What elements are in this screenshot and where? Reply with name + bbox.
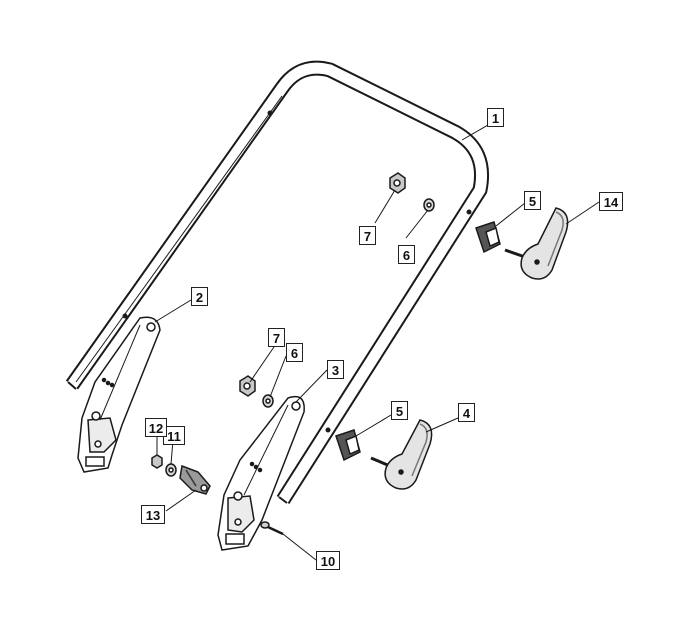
bracket-right-part — [217, 395, 305, 551]
clamp-lower-part — [335, 429, 361, 462]
leader-lines — [154, 124, 600, 561]
callout-knob-upper: 14 — [599, 192, 623, 211]
cable-guide-part — [179, 464, 211, 495]
callout-knob-lower: 4 — [458, 403, 475, 422]
callout-bracket-left: 2 — [191, 287, 208, 306]
knob-upper-part — [504, 207, 569, 280]
callout-washer-upper: 6 — [398, 245, 415, 264]
nut-lower-part — [239, 375, 256, 397]
callout-handle-upper: 1 — [487, 108, 504, 127]
callout-nut-lower: 7 — [268, 328, 285, 347]
callout-nut-small: 12 — [145, 418, 167, 437]
clamp-upper-part — [475, 221, 501, 254]
callout-clamp-lower: 5 — [391, 401, 408, 420]
callout-cable-guide: 13 — [141, 505, 165, 524]
nut-small-part — [151, 454, 163, 469]
washer-small-part — [165, 463, 177, 477]
handle-upper-part — [65, 60, 490, 505]
washer-upper-part — [423, 198, 435, 212]
nut-upper-part — [389, 172, 406, 194]
callout-washer-small: 11 — [163, 426, 185, 445]
washer-lower-part — [262, 394, 274, 408]
callout-clamp-upper: 5 — [524, 191, 541, 210]
callout-bracket-right: 3 — [327, 360, 344, 379]
knob-lower-part — [370, 419, 433, 490]
screw-part — [260, 521, 284, 536]
callout-screw: 10 — [316, 551, 340, 570]
callout-washer-lower: 6 — [286, 343, 303, 362]
callout-nut-upper: 7 — [359, 226, 376, 245]
bracket-left-part — [77, 316, 161, 473]
